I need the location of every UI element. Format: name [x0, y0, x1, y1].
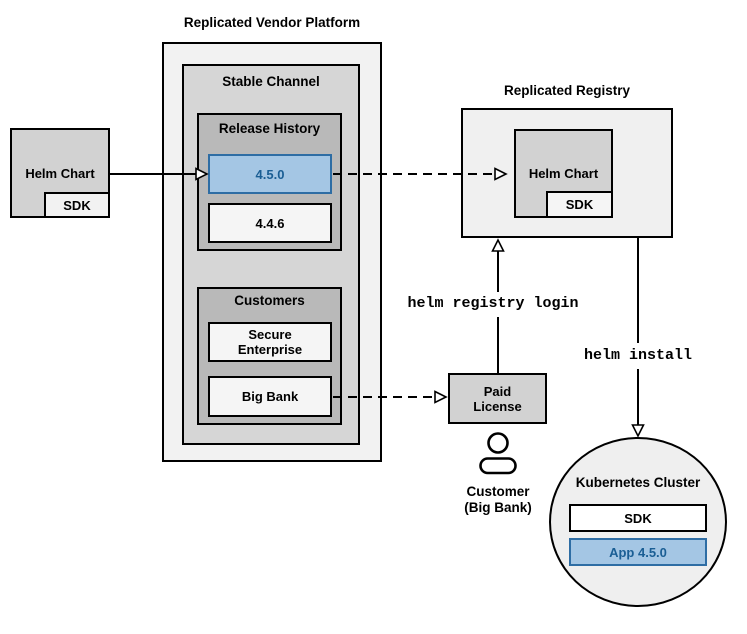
customer-actor-line1: Customer: [466, 484, 530, 499]
command-helm-install: helm install: [583, 347, 693, 364]
command-helm-registry-login: helm registry login: [407, 295, 579, 312]
stable-channel-title: Stable Channel: [222, 74, 320, 89]
customer-name-label: Big Bank: [241, 389, 299, 404]
paid-license-box: Paid License: [448, 373, 547, 424]
customer-item-secure-enterprise: Secure Enterprise: [208, 322, 332, 362]
vendor-platform-title: Replicated Vendor Platform: [183, 15, 361, 30]
customer-actor-line2: (Big Bank): [464, 500, 532, 515]
cluster-sdk-box: SDK: [569, 504, 707, 532]
helm-chart-source-sdk-box: SDK: [44, 192, 110, 218]
cluster-app-label: App 4.5.0: [609, 544, 667, 560]
sdk-label: SDK: [63, 197, 91, 213]
customer-name-label: Secure Enterprise: [237, 327, 303, 357]
helm-chart-source-label: Helm Chart: [25, 165, 95, 181]
release-item-4-5-0: 4.5.0: [208, 154, 332, 194]
person-icon: [479, 432, 517, 475]
registry-title: Replicated Registry: [503, 83, 631, 98]
paid-license-label: Paid License: [473, 383, 522, 414]
registry-helm-chart-label: Helm Chart: [528, 166, 599, 181]
release-version-label: 4.5.0: [255, 166, 285, 182]
customer-item-big-bank: Big Bank: [208, 376, 332, 417]
sdk-label: SDK: [565, 197, 594, 212]
sdk-label: SDK: [624, 510, 652, 526]
release-history-title: Release History: [218, 121, 321, 136]
cluster-app-box: App 4.5.0: [569, 538, 707, 566]
kubernetes-cluster-title: Kubernetes Cluster: [575, 475, 701, 490]
release-item-4-4-6: 4.4.6: [208, 203, 332, 243]
customers-title: Customers: [234, 293, 305, 308]
release-version-label: 4.4.6: [255, 215, 285, 231]
arrow-registry-to-cluster: [631, 238, 645, 438]
registry-sdk-box: SDK: [546, 191, 613, 218]
customer-actor-label: Customer (Big Bank): [437, 484, 559, 516]
